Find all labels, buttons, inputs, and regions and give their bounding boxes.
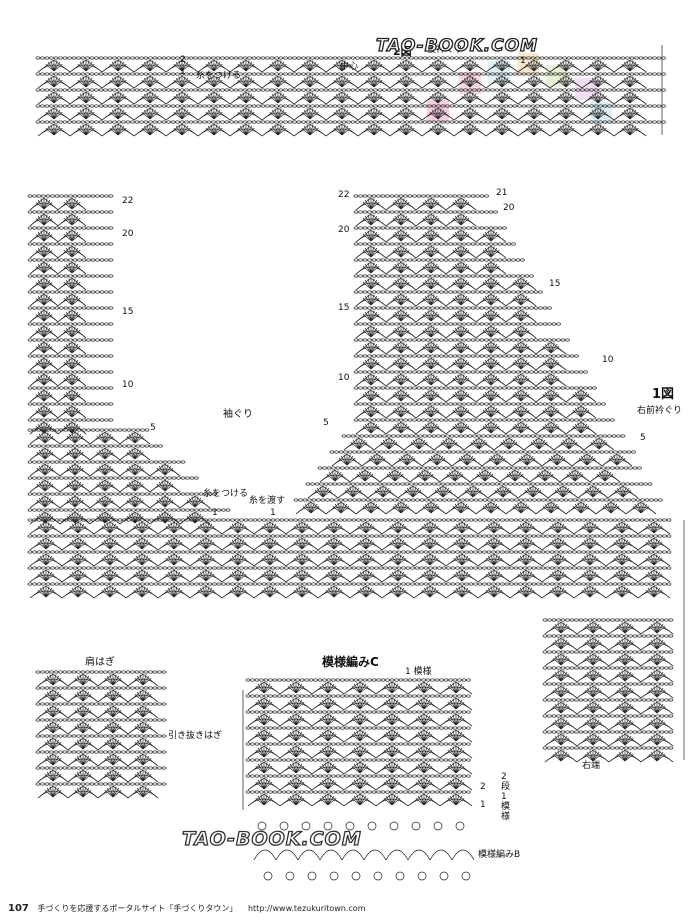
figure2-label: 後衿ぐり (427, 45, 464, 55)
watermark-bottom: TAO-BOOK.COM (181, 827, 362, 850)
carry-yarn-label: 糸を渡す (249, 496, 286, 506)
two-rows-label: 2段 (501, 772, 511, 792)
right-row-10-left: 10 (338, 373, 350, 383)
figure2-title: 2図 (393, 45, 412, 58)
figure2-join-yarn: 糸をつける (196, 71, 242, 81)
page-number: 107 (8, 903, 29, 914)
figure2-row-2-left: 2 (180, 55, 186, 65)
shoulder-join-title: 肩はぎ (85, 657, 115, 668)
join-yarn-label-1: 糸をつける (203, 489, 249, 499)
right-row-5-left: 5 (323, 418, 329, 428)
figure2-center-label: 中心 (340, 62, 359, 72)
figure2-row-2-right: 2 (520, 44, 526, 54)
figure1-title: 1図 (652, 387, 675, 402)
left-row-20: 20 (122, 229, 134, 239)
right-row-1: 1 (270, 508, 276, 518)
pattern-c-row-1: 1 (480, 800, 486, 810)
right-edge-label: 右端 (582, 761, 601, 771)
page-footer: 107 手づくりを応援するポータルサイト「手づくりタウン」 http://www… (8, 903, 365, 914)
right-row-21: 21 (496, 188, 508, 198)
footer-url: http://www.tezukuritown.com (247, 904, 366, 913)
one-pattern-label: 1 模様 (405, 667, 432, 677)
right-row-20-right: 20 (503, 203, 515, 213)
pattern-b-label: 模様編みB (478, 850, 521, 860)
footer-text: 手づくりを応援するポータルサイト「手づくりタウン」 (37, 904, 238, 913)
right-row-10-right: 10 (602, 355, 614, 365)
figure2-row-1-right: 1 (520, 56, 526, 66)
right-row-22-left: 22 (338, 190, 350, 200)
left-row-15: 15 (122, 307, 134, 317)
right-row-20-left: 20 (338, 225, 350, 235)
left-row-5: 5 (150, 423, 156, 433)
watermark-top: TAO-BOOK.COM (375, 35, 539, 56)
right-row-5-right: 5 (640, 433, 646, 443)
one-pattern-vertical-label: 1模様 (501, 792, 511, 822)
armhole-label: 袖ぐり (223, 409, 253, 420)
pattern-c-row-2: 2 (480, 782, 486, 792)
right-row-15-left: 15 (338, 303, 350, 313)
slip-stitch-join-label: 引き抜きはぎ (168, 731, 223, 741)
right-row-15-right: 15 (549, 279, 561, 289)
figure2-row-1-left: 1 (180, 67, 186, 77)
left-row-22: 22 (122, 196, 134, 206)
right-front-neckline-label: 右前衿ぐり (637, 406, 683, 416)
pattern-c-title: 模様編みC (322, 655, 379, 669)
left-row-10: 10 (122, 380, 134, 390)
left-row-1: 1 (212, 508, 218, 518)
